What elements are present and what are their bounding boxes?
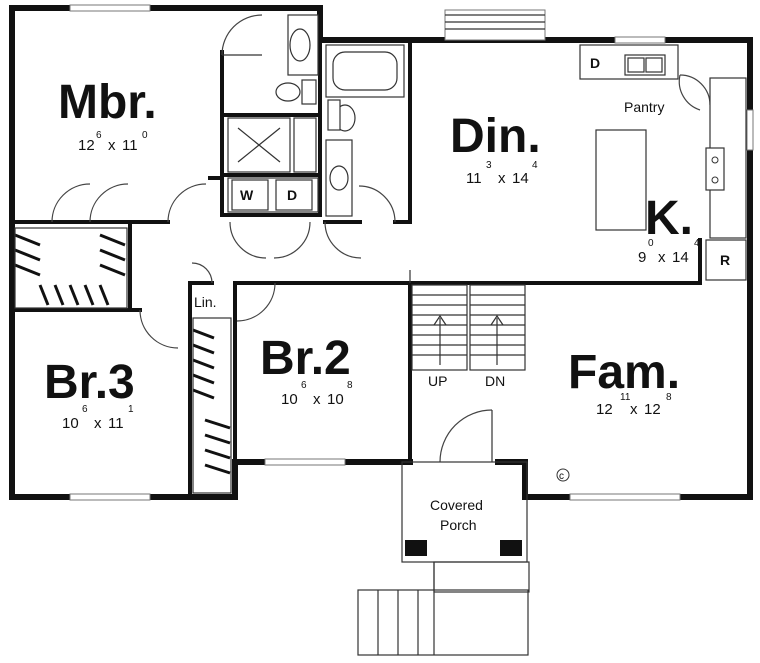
dishwasher-label: D [590, 55, 600, 71]
room-dim-fam-depth-in: 8 [666, 392, 672, 403]
room-dim-din-depth-in: 4 [532, 160, 538, 171]
room-dim-k-width-in: 0 [648, 238, 654, 249]
room-name-fam: Fam. [568, 346, 680, 399]
stairs [409, 270, 526, 371]
room-dim-br2-width-in: 6 [301, 380, 307, 391]
room-dim-sep: x [313, 391, 321, 408]
room-name-br2: Br.2 [260, 332, 351, 385]
room-dim-br3-depth-in: 1 [128, 404, 134, 415]
room-name-k: K. [645, 192, 693, 245]
room-dim-mbr-width: 12 [78, 137, 95, 154]
windows [69, 4, 754, 501]
room-dim-br3-width: 10 [62, 415, 79, 432]
covered-porch [357, 461, 530, 656]
dryer-label-text: D [287, 187, 297, 203]
room-dim-sep: x [94, 415, 102, 432]
room-dim-sep: x [630, 401, 638, 418]
porch-label-line1: Covered [430, 497, 483, 513]
room-dim-k-depth-in: 4 [694, 238, 700, 249]
room-name-br3: Br.3 [44, 356, 135, 409]
room-dim-sep: x [658, 249, 666, 266]
pantry-label: Pantry [624, 99, 664, 115]
stair-up-label: UP [428, 373, 447, 389]
closet-hatching [14, 227, 232, 494]
room-dim-br2-depth-in: 8 [347, 380, 353, 391]
room-dim-br2-depth: 10 [327, 391, 344, 408]
room-label-din: Din. 11 3 x 14 4 [450, 110, 541, 187]
stair-down-label: DN [485, 373, 505, 389]
room-dim-mbr-depth: 11 [122, 137, 138, 154]
linen-label: Lin. [194, 294, 217, 310]
room-label-k: K. 9 0 x 14 4 [638, 192, 700, 266]
washer-label-text: W [240, 187, 254, 203]
room-dim-sep: x [498, 170, 506, 187]
fireplace-icon [556, 468, 570, 482]
room-dim-din-width-in: 3 [486, 160, 492, 171]
washer [231, 179, 269, 211]
room-dim-mbr-width-in: 6 [96, 130, 102, 141]
interior-walls [10, 38, 702, 499]
room-name-din: Din. [450, 110, 541, 163]
room-dim-br2-width: 10 [281, 391, 298, 408]
porch-label-line2: Porch [440, 517, 477, 533]
room-name-mbr: Mbr. [58, 76, 157, 129]
room-label-fam: Fam. 12 11 x 12 8 [568, 346, 680, 418]
room-dim-br3-depth: 11 [108, 415, 124, 432]
room-dim-fam-width-in: 11 [620, 392, 631, 403]
room-label-br3: Br.3 10 6 x 11 1 [44, 356, 135, 432]
room-label-br2: Br.2 10 6 x 10 8 [260, 332, 353, 408]
room-dim-k-width: 9 [638, 249, 646, 266]
room-dim-k-depth: 14 [672, 249, 689, 266]
room-dim-br3-width-in: 6 [82, 404, 88, 415]
room-dim-din-depth: 14 [512, 170, 529, 187]
room-dim-fam-width: 12 [596, 401, 613, 418]
refrigerator-label: R [720, 252, 730, 268]
room-dim-din-width: 11 [466, 170, 482, 187]
kitchen-fixtures [579, 44, 747, 281]
room-dim-fam-depth: 12 [644, 401, 661, 418]
fireplace-label: c [559, 471, 564, 482]
room-label-mbr: Mbr. 12 6 x 11 0 [58, 76, 157, 154]
room-dim-sep: x [108, 137, 116, 154]
dryer [275, 179, 313, 211]
room-dim-mbr-depth-in: 0 [142, 130, 148, 141]
